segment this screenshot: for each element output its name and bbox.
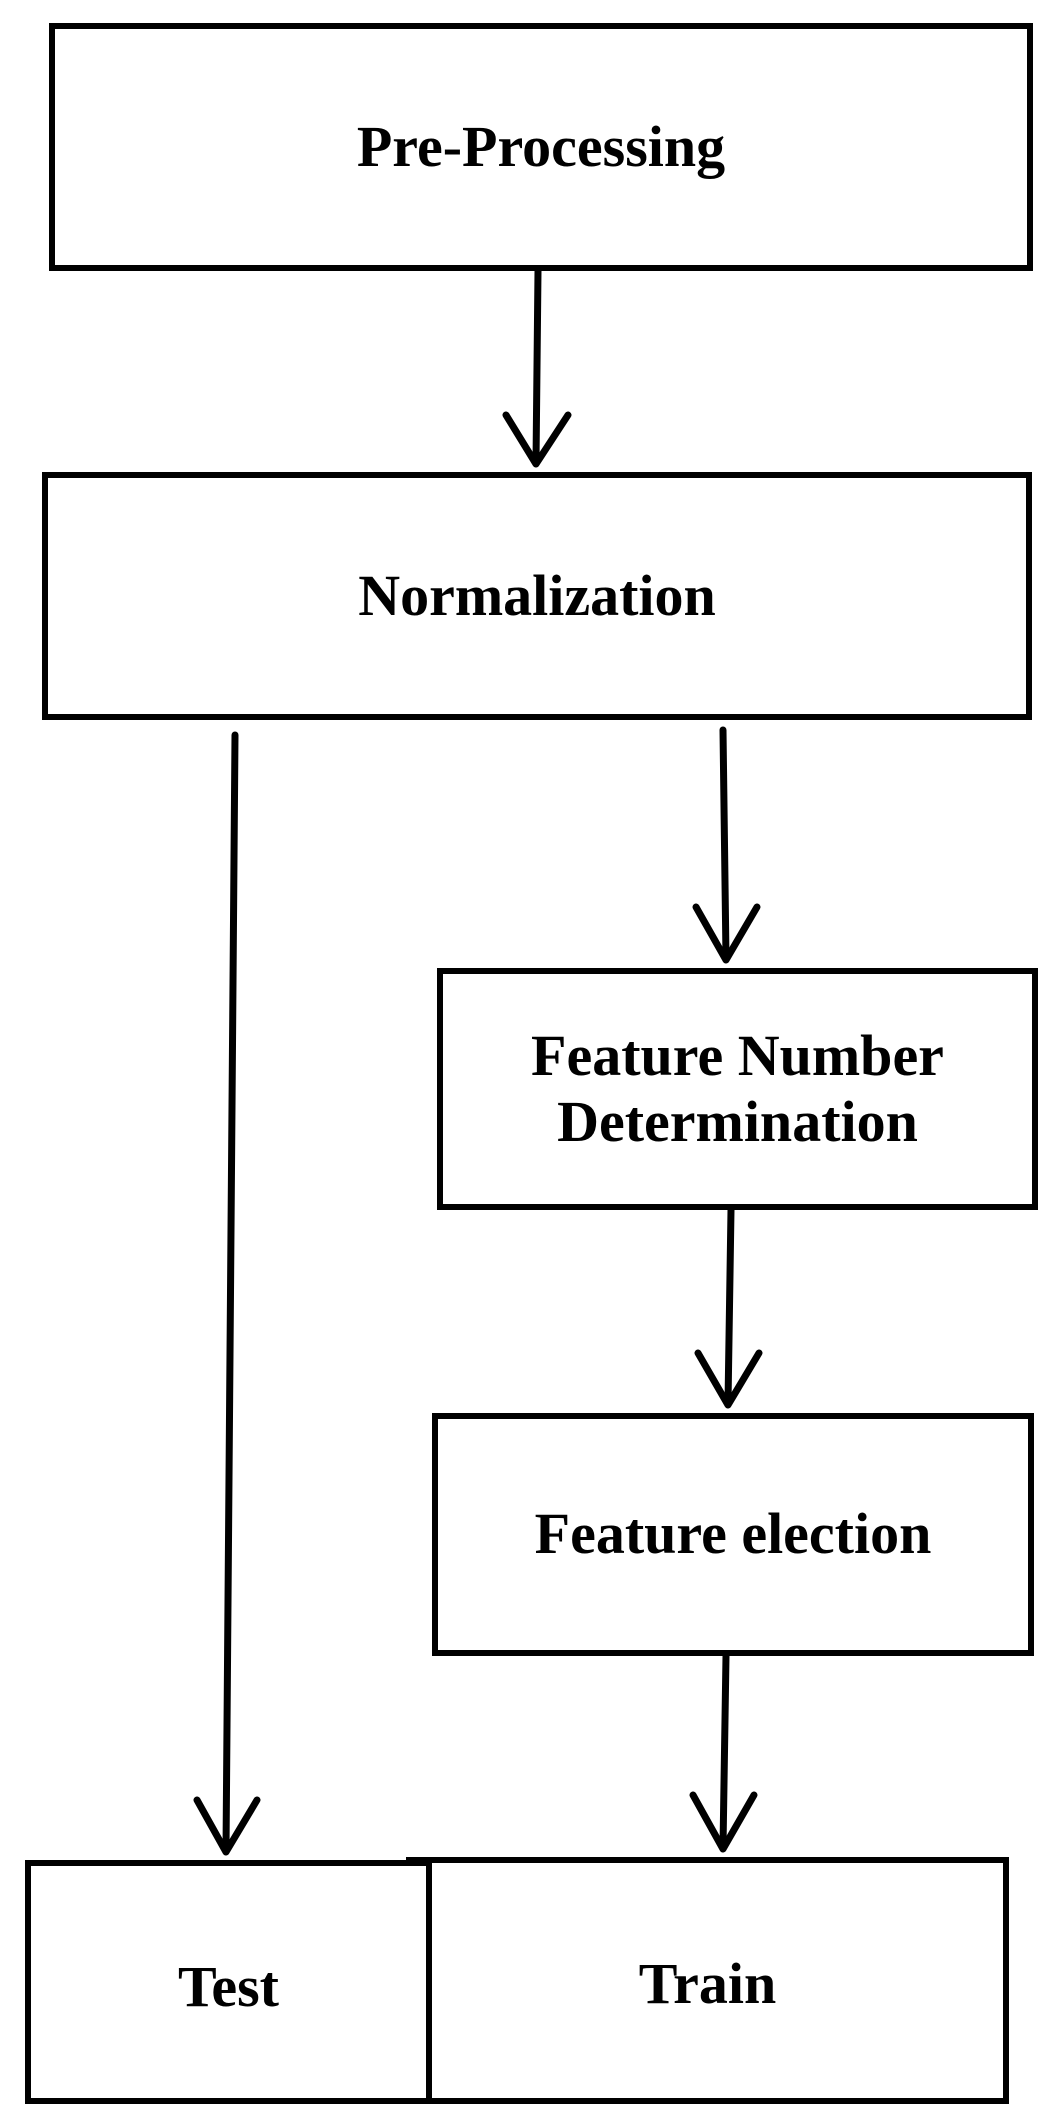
test-node: Test xyxy=(25,1860,432,2104)
train-node: Train xyxy=(406,1857,1009,2104)
feature-number-determination-label: Feature Number Determination xyxy=(531,1022,944,1154)
feature-election-label: Feature election xyxy=(534,1501,932,1567)
normalization-node: Normalization xyxy=(42,472,1032,720)
preprocessing-node: Pre-Processing xyxy=(49,23,1033,271)
arrow-normalization-to-feature-number xyxy=(692,726,761,964)
normalization-label: Normalization xyxy=(358,562,716,628)
arrow-feature-election-to-train xyxy=(689,1652,758,1853)
feature-election-node: Feature election xyxy=(432,1413,1034,1656)
arrow-feature-number-to-feature-election xyxy=(694,1206,763,1409)
preprocessing-label: Pre-Processing xyxy=(356,113,726,179)
arrow-preprocessing-to-normalization xyxy=(502,267,572,468)
test-label: Test xyxy=(178,1953,279,2019)
feature-number-determination-node: Feature Number Determination xyxy=(437,968,1038,1210)
arrow-normalization-to-test xyxy=(193,731,261,1856)
train-label: Train xyxy=(638,1951,777,2017)
